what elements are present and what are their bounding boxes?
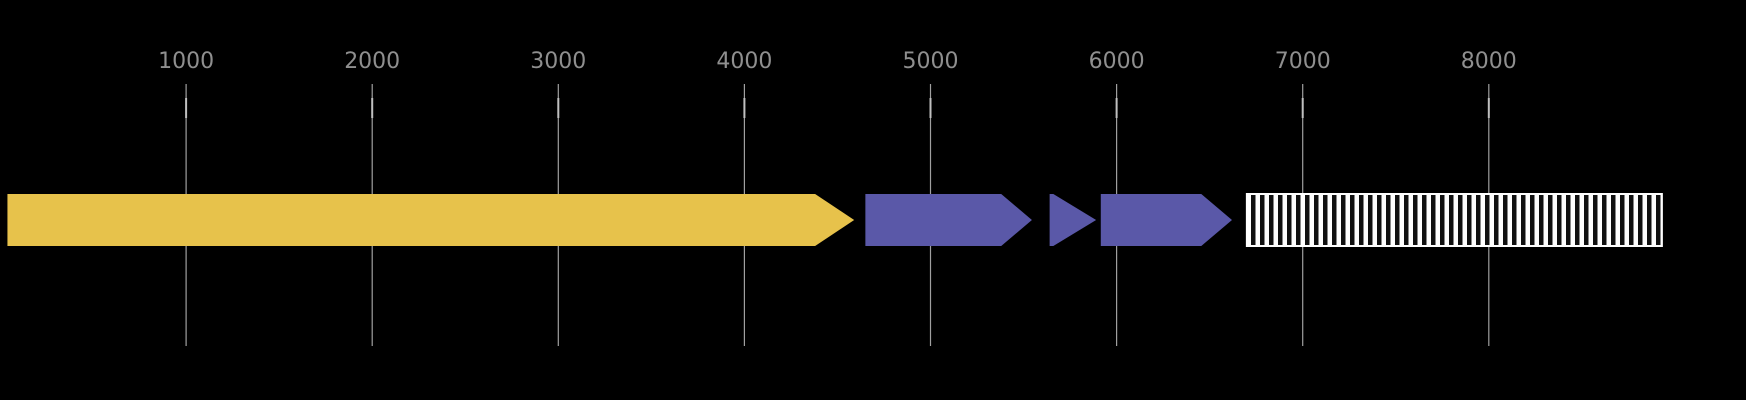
axis-tick-label: 7000 xyxy=(1275,49,1331,74)
axis-tick-label: 3000 xyxy=(530,49,586,74)
axis-tick-label: 6000 xyxy=(1089,49,1145,74)
feature-purple-gene-chevron xyxy=(1049,194,1097,246)
feature-purple-gene-arrow-2 xyxy=(1100,194,1232,246)
axis-tick-label: 4000 xyxy=(716,49,772,74)
feature-yellow-gene-arrow xyxy=(7,194,855,246)
axis-tick-label: 5000 xyxy=(903,49,959,74)
axis-tick-label: 2000 xyxy=(344,49,400,74)
axis-tick-label: 8000 xyxy=(1461,49,1517,74)
axis-tick-label: 1000 xyxy=(158,49,214,74)
feature-hatched-region-box xyxy=(1245,193,1663,247)
feature-purple-gene-arrow-1 xyxy=(865,194,1032,246)
